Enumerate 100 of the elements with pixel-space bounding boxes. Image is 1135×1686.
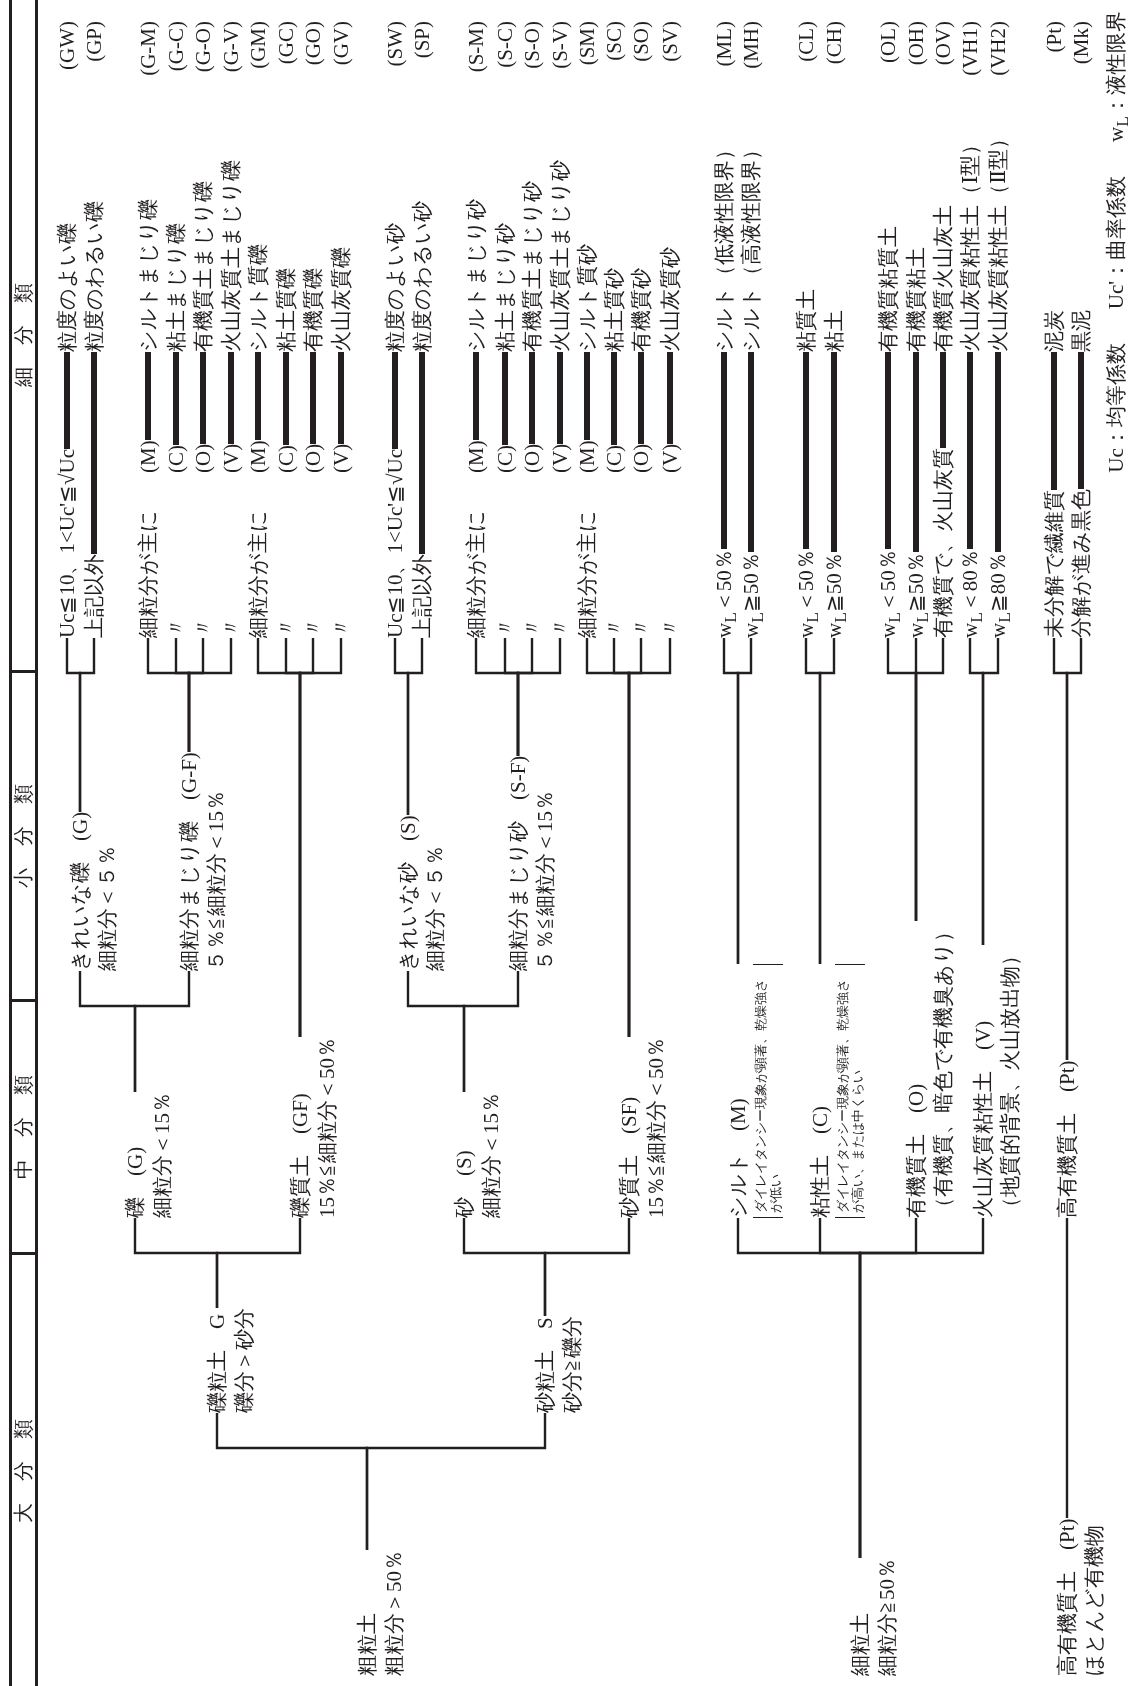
connector-line bbox=[995, 352, 1001, 552]
connector-line bbox=[1065, 1218, 1069, 1518]
symbol-text: (O) bbox=[627, 443, 654, 473]
class-name: 礫粒土 G bbox=[203, 1313, 230, 1413]
symbol-text: (C) bbox=[600, 445, 627, 473]
connector-line bbox=[310, 352, 316, 444]
column-header: 中分類 bbox=[12, 999, 35, 1252]
connector-line bbox=[858, 1218, 985, 1558]
soil-name: 粒度のわるい礫 bbox=[80, 201, 107, 352]
class-name: 高有機質土 (Pt) bbox=[1053, 1518, 1080, 1676]
soil-name: シルト（低液性限界） bbox=[710, 139, 737, 352]
soil-code: (SV) bbox=[656, 21, 683, 62]
condition-text: 上記以外 bbox=[80, 554, 107, 638]
soil-name: 泥炭 bbox=[1040, 310, 1067, 352]
soil-name: 火山灰質粘性土（Ⅱ型） bbox=[984, 127, 1011, 352]
condition-text: 上記以外 bbox=[408, 554, 435, 638]
connector-line bbox=[1051, 352, 1057, 490]
connector-line bbox=[406, 638, 424, 815]
soil-name: 有機質土まじり礫 bbox=[189, 181, 216, 352]
soil-code: (S-C) bbox=[491, 21, 518, 68]
condition-text: 〃 bbox=[600, 617, 627, 638]
symbol-text: (C) bbox=[491, 445, 518, 473]
criterion-text: 砂分≧礫分 bbox=[558, 1316, 585, 1413]
symbol-text: (V) bbox=[546, 443, 573, 473]
soil-code: (SC) bbox=[600, 21, 627, 61]
soil-name: シルト質砂 bbox=[573, 244, 600, 352]
soil-code: (OH) bbox=[902, 21, 929, 66]
soil-name: 有機質礫 bbox=[299, 268, 326, 352]
symbol-text: (M) bbox=[462, 440, 489, 473]
connector-line bbox=[228, 352, 234, 444]
soil-code: (GM) bbox=[244, 21, 271, 69]
soil-name: 有機質粘土 bbox=[902, 247, 929, 352]
soil-code: (G-M) bbox=[134, 21, 161, 76]
soil-name: シルトまじり砂 bbox=[462, 199, 489, 352]
condition-text: 〃 bbox=[299, 617, 326, 638]
connector-line bbox=[462, 971, 520, 1092]
soil-code: (Mk) bbox=[1067, 21, 1094, 65]
soil-code: (GW) bbox=[53, 21, 80, 70]
criterion-text: 細粒分＜15％ bbox=[477, 1092, 504, 1218]
class-name: 砂 (S) bbox=[450, 1150, 477, 1218]
class-name: 火山灰質粘性土 (V) bbox=[969, 1020, 996, 1218]
connector-line bbox=[831, 352, 837, 552]
connector-line bbox=[255, 352, 261, 440]
symbol-text: (M) bbox=[573, 440, 600, 473]
class-name: 細粒分まじり礫 (G-F) bbox=[175, 752, 202, 971]
connector-line bbox=[584, 352, 590, 440]
condition-text: 〃 bbox=[162, 617, 189, 638]
criterion-text: 15％≦細粒分＜50％ bbox=[313, 1037, 340, 1218]
criterion-text: 礫分＞砂分 bbox=[230, 1308, 257, 1413]
condition-text: Uc≦10、1<Uc'≦√Uc bbox=[53, 448, 80, 638]
condition-text: 〃 bbox=[272, 617, 299, 638]
condition-text: 〃 bbox=[491, 617, 518, 638]
connector-line bbox=[1065, 638, 1083, 1060]
connector-line bbox=[667, 352, 673, 444]
criterion-text: ５％≦細粒分＜15％ bbox=[531, 790, 558, 971]
symbol-text: (O) bbox=[189, 443, 216, 473]
condition-text: 〃 bbox=[327, 617, 354, 638]
symbol-text: (O) bbox=[299, 443, 326, 473]
class-name: 礫質土 (GF) bbox=[286, 1093, 313, 1218]
symbol-text: (V) bbox=[327, 443, 354, 473]
connector-line bbox=[516, 638, 562, 756]
class-name: きれいな砂 (S) bbox=[394, 815, 421, 971]
soil-name: シルト（高液性限界） bbox=[737, 139, 764, 352]
note-text: ダイレイタンシー現象が顕著、乾燥強さが低い bbox=[752, 964, 783, 1218]
soil-code: (G-C) bbox=[162, 21, 189, 72]
criterion-text: （地質的背景、火山放出物） bbox=[996, 945, 1023, 1218]
connector-line bbox=[914, 638, 945, 921]
soil-code: (GO) bbox=[299, 21, 326, 66]
class-name: 砂質土 (SF) bbox=[615, 1096, 642, 1218]
soil-code: (S-M) bbox=[462, 21, 489, 73]
soil-name: 黒泥 bbox=[1067, 310, 1094, 352]
criterion-text: 細粒分＜５％ bbox=[93, 845, 120, 971]
soil-code: (SO) bbox=[627, 21, 654, 62]
condition-text: 〃 bbox=[217, 617, 244, 638]
connector-line bbox=[392, 352, 398, 449]
soil-code: (GV) bbox=[327, 21, 354, 66]
condition-text: 〃 bbox=[189, 617, 216, 638]
soil-name: 粒度のわるい砂 bbox=[408, 201, 435, 352]
criterion-text: 細粒分＜15％ bbox=[148, 1092, 175, 1218]
soil-code: (MH) bbox=[737, 21, 764, 69]
criterion-text: （有機質、暗色で有機臭あり） bbox=[929, 921, 956, 1218]
soil-code: (VH2) bbox=[984, 21, 1011, 76]
connector-line bbox=[64, 352, 70, 449]
connector-line bbox=[543, 1218, 631, 1316]
symbol-definition: Uc'：曲率係数 bbox=[1102, 175, 1129, 310]
symbol-text: (M) bbox=[244, 440, 271, 473]
condition-text: 〃 bbox=[656, 617, 683, 638]
soil-code: (Pt) bbox=[1040, 21, 1067, 53]
note-text: ダイレイタンシー現象が顕著、乾燥強さが高い、または中くらい bbox=[834, 964, 865, 1218]
connector-line bbox=[627, 638, 672, 1037]
soil-code: (S-O) bbox=[518, 21, 545, 69]
condition-text: 細粒分が主に bbox=[573, 510, 600, 638]
connector-line bbox=[473, 352, 479, 440]
connector-line bbox=[981, 638, 1000, 945]
connector-line bbox=[133, 971, 191, 1092]
condition-text: 細粒分が主に bbox=[134, 510, 161, 638]
connector-line bbox=[638, 352, 644, 444]
connector-line bbox=[365, 1413, 547, 1550]
soil-name: 粒度のよい礫 bbox=[53, 223, 80, 352]
soil-name: 火山灰質礫 bbox=[327, 247, 354, 352]
